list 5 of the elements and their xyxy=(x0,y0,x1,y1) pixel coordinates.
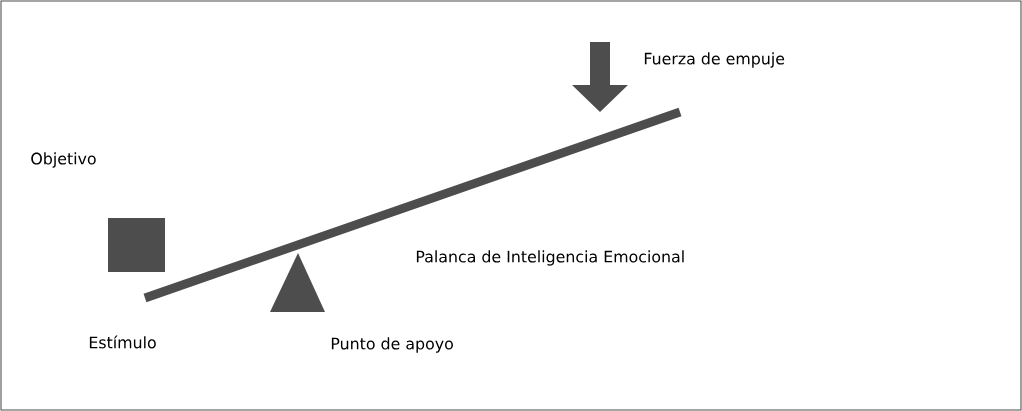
force-label: Fuerza de empuje xyxy=(644,52,785,68)
lever-label: Palanca de Inteligencia Emocional xyxy=(416,250,684,266)
stimulus-label: Estímulo xyxy=(89,335,156,349)
target-label: Objetivo xyxy=(31,152,96,168)
fulcrum-label: Punto de apoyo xyxy=(331,337,453,353)
